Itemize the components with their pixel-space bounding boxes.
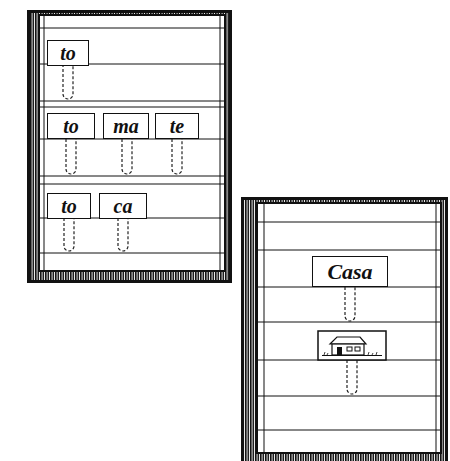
card-word: to [60,43,76,63]
syllable-card: te [155,113,199,139]
syllable-card: to [47,40,89,66]
card-word: to [61,196,77,216]
left-frame [27,10,232,283]
card-word: ma [113,116,139,136]
syllable-card: Casa [312,256,388,287]
syllable-card: ca [99,193,147,219]
syllable-card: ma [103,113,149,139]
card-word: Casa [327,261,372,283]
card-sticks [63,64,357,394]
syllable-card: to [47,193,91,219]
card-word: ca [114,196,133,216]
card-word: to [63,116,79,136]
syllable-card: to [47,113,95,139]
house-picture-card [318,331,386,360]
right-frame [241,197,448,461]
card-word: te [170,116,184,136]
